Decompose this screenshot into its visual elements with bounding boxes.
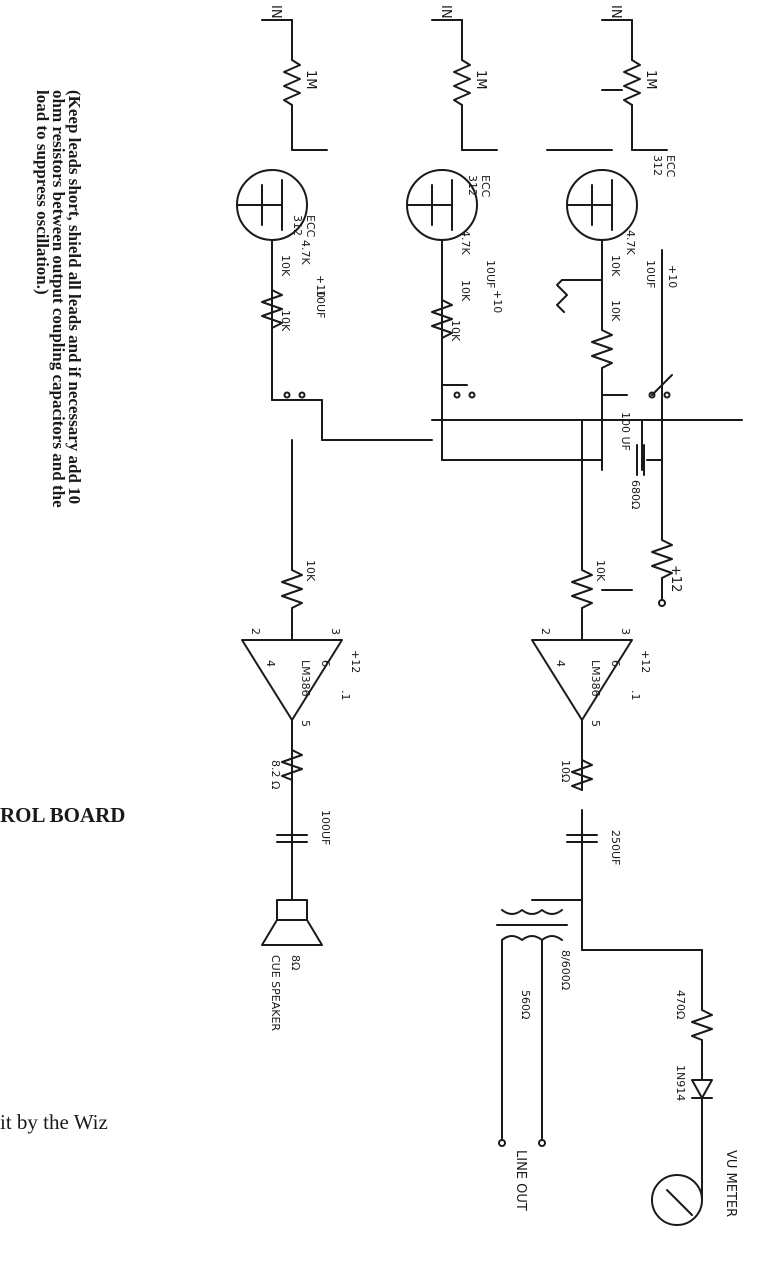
label-lm386-b: LM386 <box>299 660 312 697</box>
pin-5-a: 5 <box>589 720 602 727</box>
label-transformer: 8/600Ω <box>559 950 572 990</box>
note-line-1: (Keep leads short, shield all leads and … <box>65 90 84 505</box>
schematic-note: (Keep leads short, shield all leads and … <box>33 90 84 508</box>
label-470: 470Ω <box>674 990 687 1019</box>
pin-2-b: 2 <box>249 628 262 635</box>
pin-3-a: 3 <box>619 628 632 635</box>
label-10k-plate-a: 10K <box>609 300 622 322</box>
page-title-fragment: ROL BOARD <box>0 803 126 827</box>
label-10k-grid-a: 10K <box>609 255 622 277</box>
label-10k-plate-c: 10K <box>279 310 292 332</box>
label-in-c: IN <box>268 5 283 19</box>
label-cue-speaker: CUE SPEAKER <box>269 955 282 1031</box>
label-plus10-a: +10 <box>666 265 679 288</box>
r-10k-plate-a <box>591 329 613 369</box>
pin-2-a: 2 <box>539 628 552 635</box>
label-100uf-out: 100UF <box>319 810 332 845</box>
vu-meter-icon <box>651 1174 703 1226</box>
lm386-vu <box>531 639 633 721</box>
label-tube-b: ECC <box>479 175 492 198</box>
label-tube-a-num: 312 <box>651 155 664 176</box>
pin-5-b: 5 <box>299 720 312 727</box>
pin-6-b: 6 <box>319 660 332 667</box>
label-10k-grid-b: 10K <box>459 280 472 302</box>
pin-3-b: 3 <box>329 628 342 635</box>
label-680: 680Ω <box>629 480 642 509</box>
label-10uf-a: 10UF <box>644 260 657 288</box>
pin-4-a: 4 <box>554 660 567 667</box>
label-10ohm: 10Ω <box>559 760 572 782</box>
channel-c <box>236 19 433 441</box>
cue-amp-path <box>241 439 343 946</box>
label-plus10-c: +10 <box>314 275 327 298</box>
label-01-b: .1 <box>339 690 352 701</box>
label-tube-c: ECC <box>304 215 317 238</box>
label-1m-c: 1M <box>303 70 318 90</box>
label-47k-c: 4.7K <box>299 240 312 265</box>
pin-4-b: 4 <box>264 660 277 667</box>
label-tube-a: ECC <box>664 155 677 178</box>
note-line-3: load to suppress oscillation.) <box>33 90 52 295</box>
label-1n914: 1N914 <box>674 1065 687 1101</box>
label-line-out: LINE OUT <box>513 1150 528 1211</box>
label-plus12-a: +12 <box>639 650 652 673</box>
label-plus12-supply: +12 <box>668 565 683 592</box>
label-vu-meter: VU METER <box>723 1150 738 1217</box>
label-47k-b: 4.7K <box>459 230 472 255</box>
label-01-a: .1 <box>629 690 642 701</box>
label-10k-plate-b: 10K <box>449 320 462 342</box>
label-10k-grid-c: 10K <box>279 255 292 277</box>
label-speaker-ohm: 8Ω <box>289 955 302 970</box>
handwritten-labels: IN IN IN 1M 1M 1M ECC 312 ECC 312 ECC 31… <box>249 5 738 1217</box>
label-in-b: IN <box>438 5 453 19</box>
byline-fragment: it by the Wiz <box>0 1110 108 1134</box>
label-in-a: IN <box>608 5 623 19</box>
label-1m-b: 1M <box>473 70 488 90</box>
channel-b <box>406 19 603 461</box>
label-plus10-b: +10 <box>491 290 504 313</box>
label-plus12-b: +12 <box>349 650 362 673</box>
label-10k-mix-b: 10K <box>304 560 317 582</box>
label-10uf-b: 10UF <box>484 260 497 288</box>
label-lm386-a: LM386 <box>589 660 602 697</box>
lm386-cue <box>241 639 343 721</box>
label-tube-c-num: 312 <box>291 215 304 236</box>
label-82ohm: 8.2 Ω <box>269 760 282 789</box>
label-10uf-c: 10UF <box>314 290 327 318</box>
label-1m-a: 1M <box>643 70 658 90</box>
label-tube-b-num: 312 <box>466 175 479 196</box>
label-560: 560Ω <box>519 990 532 1019</box>
supply-rail <box>636 249 673 607</box>
label-10k-mix-a: 10K <box>594 560 607 582</box>
note-line-2: ohm resistors between output coupling ca… <box>49 90 68 508</box>
speaker-icon <box>276 899 308 921</box>
pot-1m-a <box>623 59 641 106</box>
label-100uf: 100 UF <box>619 412 632 451</box>
pin-6-a: 6 <box>609 660 622 667</box>
label-250uf: 250UF <box>609 830 622 865</box>
vu-amp-path <box>496 419 713 1226</box>
label-47k-a: 4.7K <box>624 230 637 255</box>
channel-a <box>431 19 743 471</box>
